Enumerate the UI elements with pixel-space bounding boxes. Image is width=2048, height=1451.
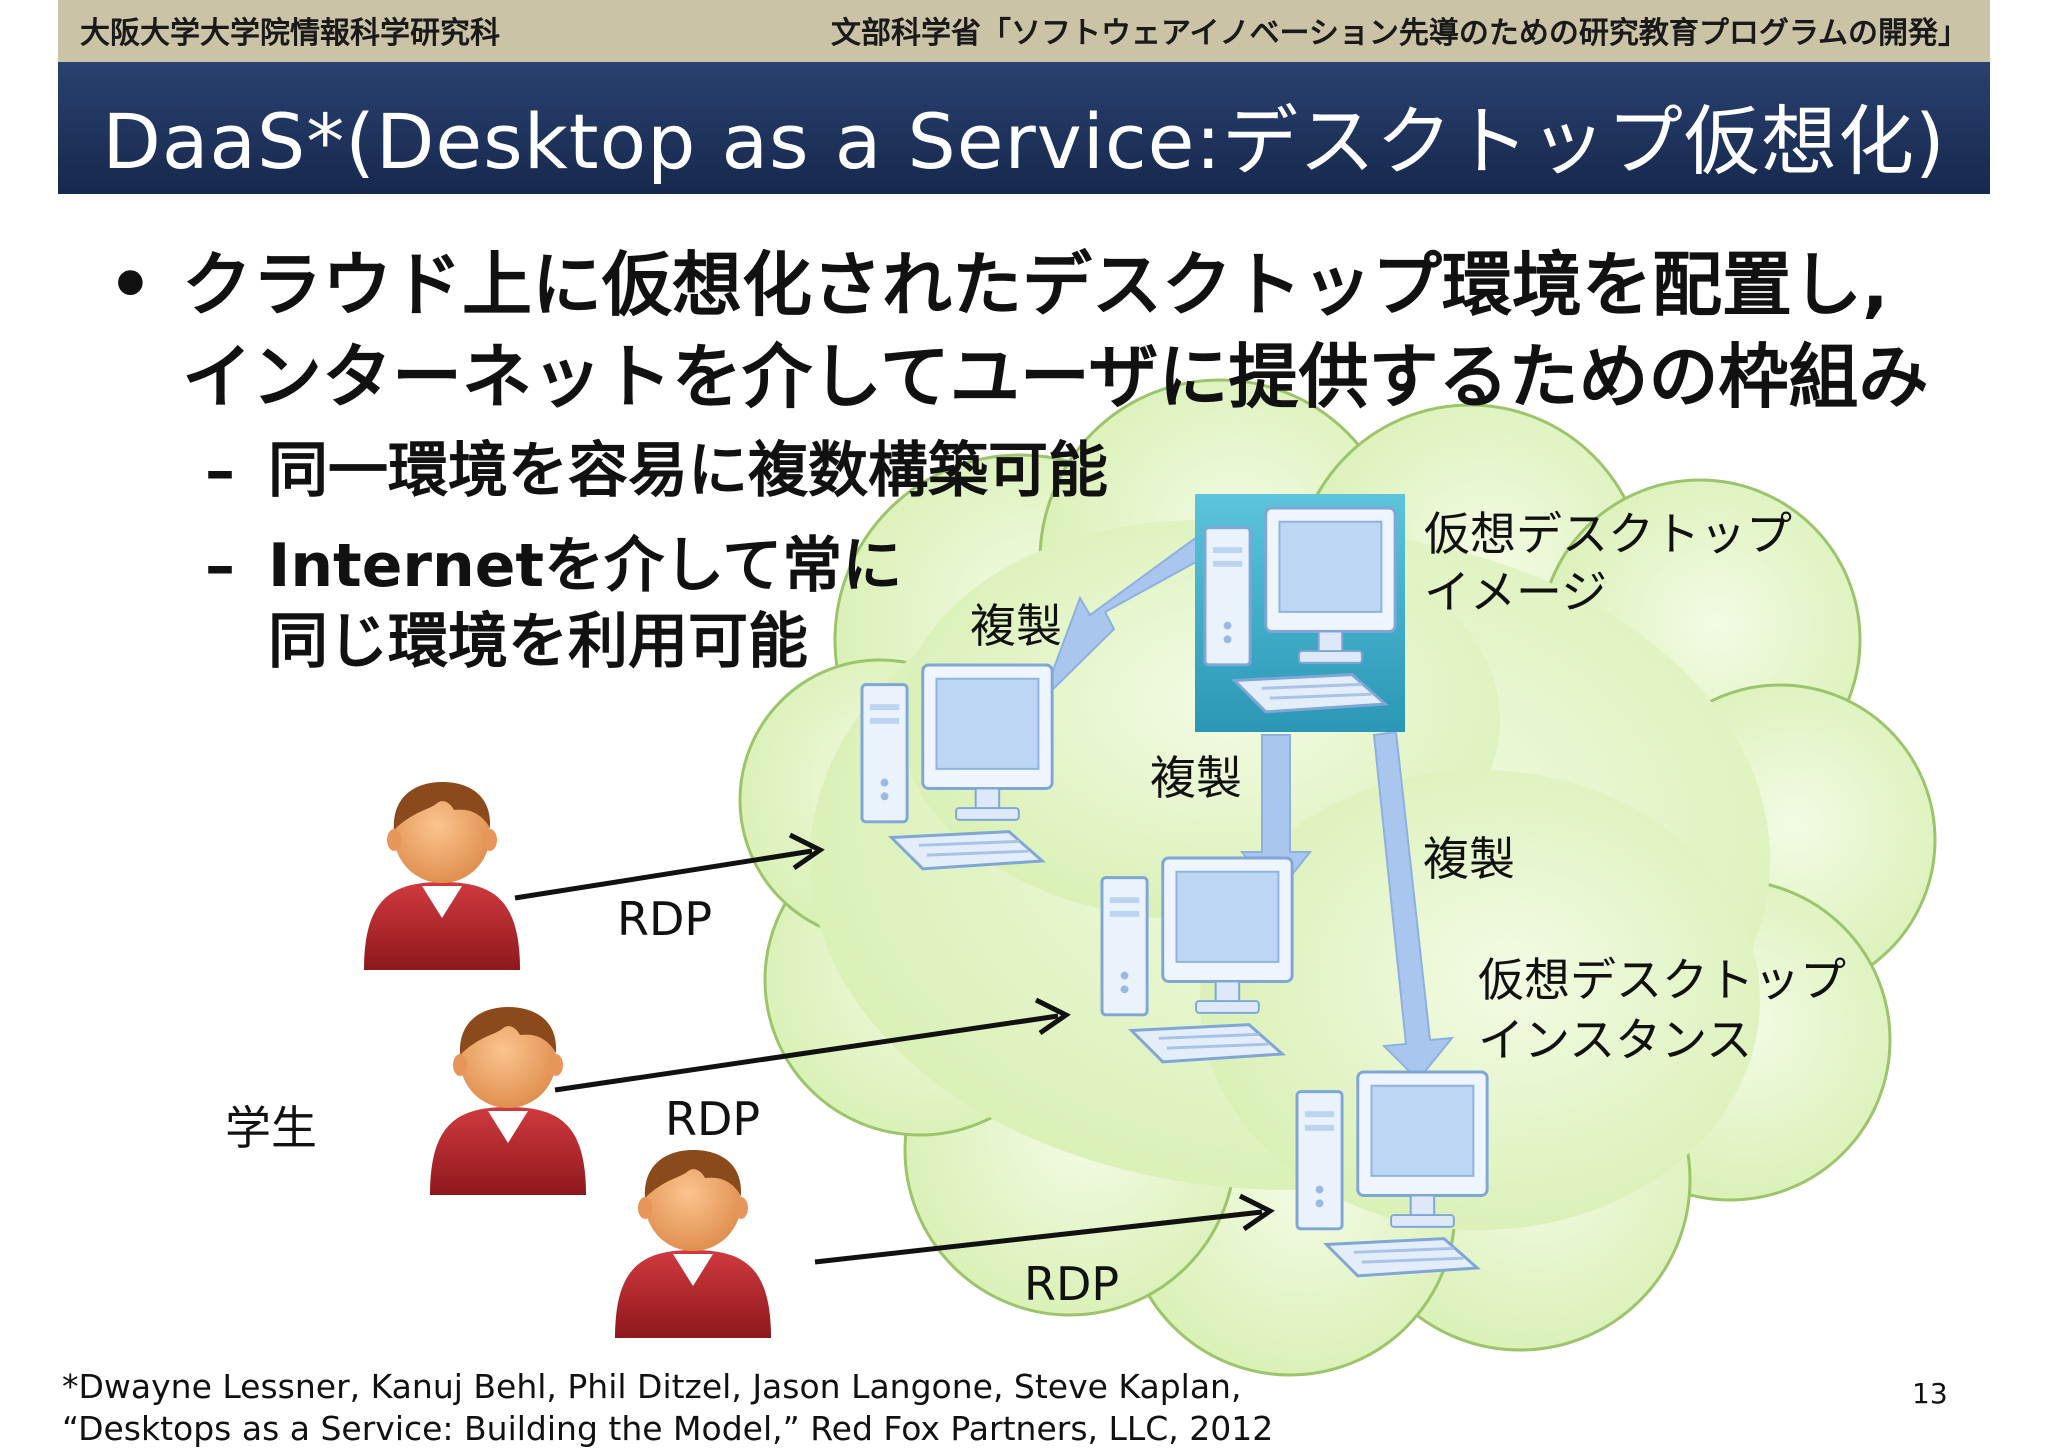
instance-label-line-1: 仮想デスクトップ: [1478, 953, 1846, 1007]
header-bar: 大阪大学大学院情報科学研究科 文部科学省「ソフトウェアイノベーション先導のための…: [58, 0, 1990, 62]
instance-label-line-2: インスタンス: [1478, 1013, 1753, 1067]
sub-bullet-2-line-1: Internetを介して常に: [268, 531, 903, 601]
rdp-arrow-1: [514, 832, 825, 901]
desktop-image-icon: [1195, 494, 1405, 732]
rdp-label-3: RDP: [1024, 1257, 1120, 1311]
program-label: 文部科学省「ソフトウェアイノベーション先導のための研究教育プログラムの開発」: [831, 16, 1968, 51]
student-1-icon: [364, 782, 520, 970]
student-label: 学生: [225, 1101, 317, 1155]
copy-label-3: 複製: [1423, 832, 1515, 886]
copy-label-1: 複製: [970, 599, 1062, 653]
bullet-line-1: クラウド上に仮想化されたデスクトップ環境を配置し,: [182, 244, 1889, 326]
footnote-line-1: *Dwayne Lessner, Kanuj Behl, Phil Ditzel…: [62, 1367, 1242, 1406]
student-2-icon: [430, 1007, 586, 1195]
bullet-marker: •: [108, 244, 153, 326]
rdp-label-1: RDP: [617, 892, 713, 946]
sub-bullet-2-line-2: 同じ環境を利用可能: [268, 607, 808, 677]
sub-bullet-dash-2: –: [205, 531, 235, 601]
copy-label-2: 複製: [1150, 751, 1242, 805]
sub-bullet-dash-1: –: [205, 436, 235, 506]
student-3-icon: [615, 1150, 771, 1338]
sub-bullet-1: 同一環境を容易に複数構築可能: [268, 436, 1108, 506]
title-bar: DaaS*(Desktop as a Service:デスクトップ仮想化): [58, 62, 1990, 194]
slide-title: DaaS*(Desktop as a Service:デスクトップ仮想化): [102, 97, 1946, 186]
page-number: 13: [1912, 1377, 1948, 1410]
rdp-arrow-3: [814, 1193, 1275, 1265]
institution-label: 大阪大学大学院情報科学研究科: [80, 16, 500, 51]
image-label-line-2: イメージ: [1424, 565, 1608, 619]
copy-arrow-diagonal: [1372, 730, 1455, 1082]
rdp-label-2: RDP: [665, 1092, 761, 1146]
footnote-line-2: “Desktops as a Service: Building the Mod…: [62, 1409, 1274, 1448]
bullet-line-2: インターネットを介してユーザに提供するための枠組み: [182, 336, 1929, 418]
image-label-line-1: 仮想デスクトップ: [1424, 507, 1792, 561]
rdp-arrow-2: [554, 997, 1071, 1093]
